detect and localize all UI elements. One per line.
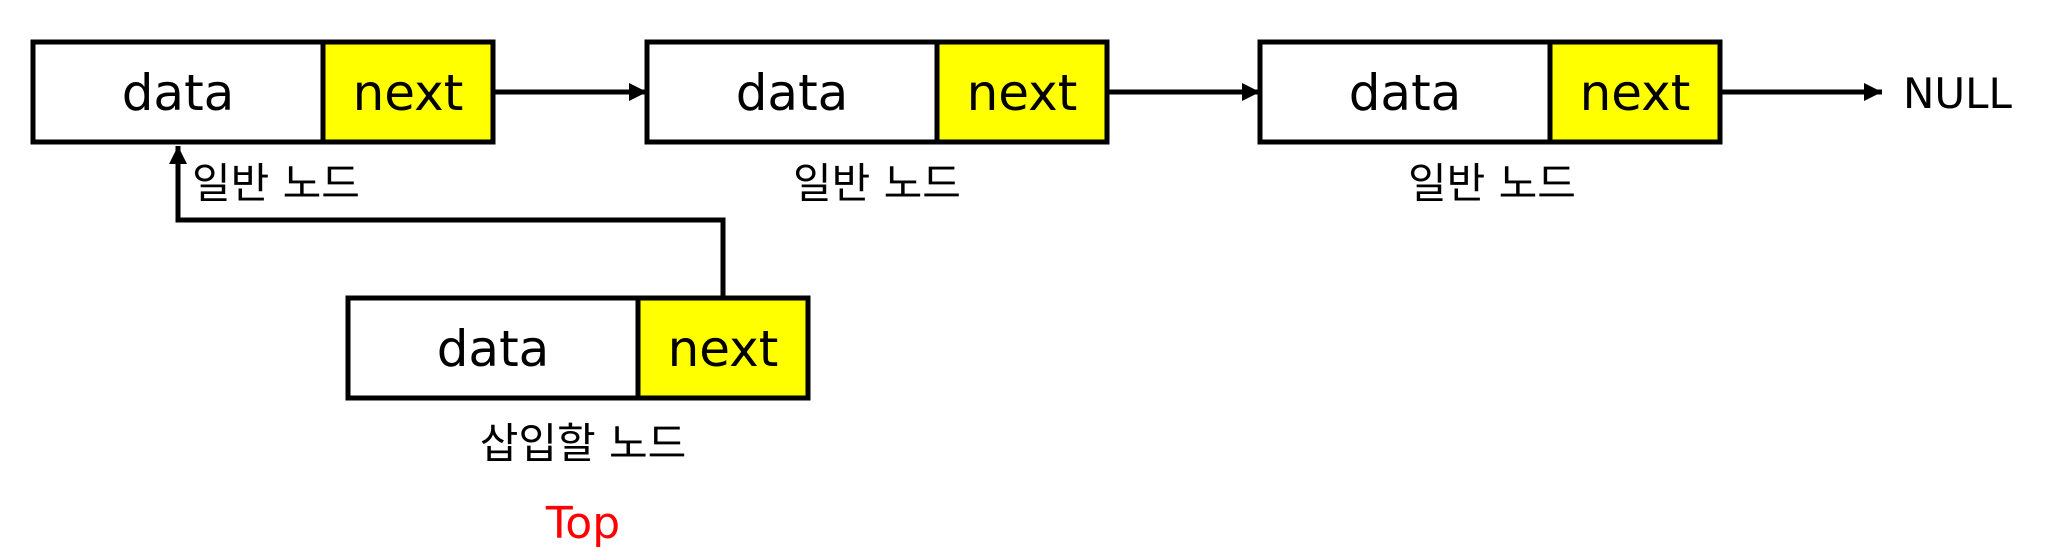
list-node-1: data next 일반 노드 <box>30 39 496 208</box>
link-arrow-new-to-1 <box>169 146 726 298</box>
null-terminator: NULL <box>1903 69 2013 118</box>
node-2-next-label: next <box>967 64 1078 122</box>
node-3-data-cell <box>1257 39 1553 145</box>
node-2-data-cell <box>644 39 940 145</box>
list-node-2: data next 일반 노드 <box>644 39 1110 208</box>
top-pointer-label: Top <box>545 498 620 549</box>
node-2-next-cell <box>934 39 1110 145</box>
node-3-data-label: data <box>1349 64 1462 122</box>
node-3-next-label: next <box>1580 64 1691 122</box>
node-1-data-label: data <box>122 64 235 122</box>
node-1-caption: 일반 노드 <box>192 159 360 208</box>
node-1-data-cell <box>30 39 326 145</box>
node-1-next-cell <box>320 39 496 145</box>
new-node-data-label: data <box>437 320 550 378</box>
new-node: data next 삽입할 노드 Top <box>345 295 811 549</box>
node-3-caption: 일반 노드 <box>1408 159 1576 208</box>
node-2-caption: 일반 노드 <box>793 159 961 208</box>
list-node-3: data next 일반 노드 <box>1257 39 1723 208</box>
new-node-next-cell <box>635 295 811 401</box>
new-node-next-label: next <box>668 320 779 378</box>
node-1-next-label: next <box>353 64 464 122</box>
node-2-data-label: data <box>736 64 849 122</box>
new-node-caption: 삽입할 노드 <box>480 419 687 468</box>
node-3-next-cell <box>1547 39 1723 145</box>
